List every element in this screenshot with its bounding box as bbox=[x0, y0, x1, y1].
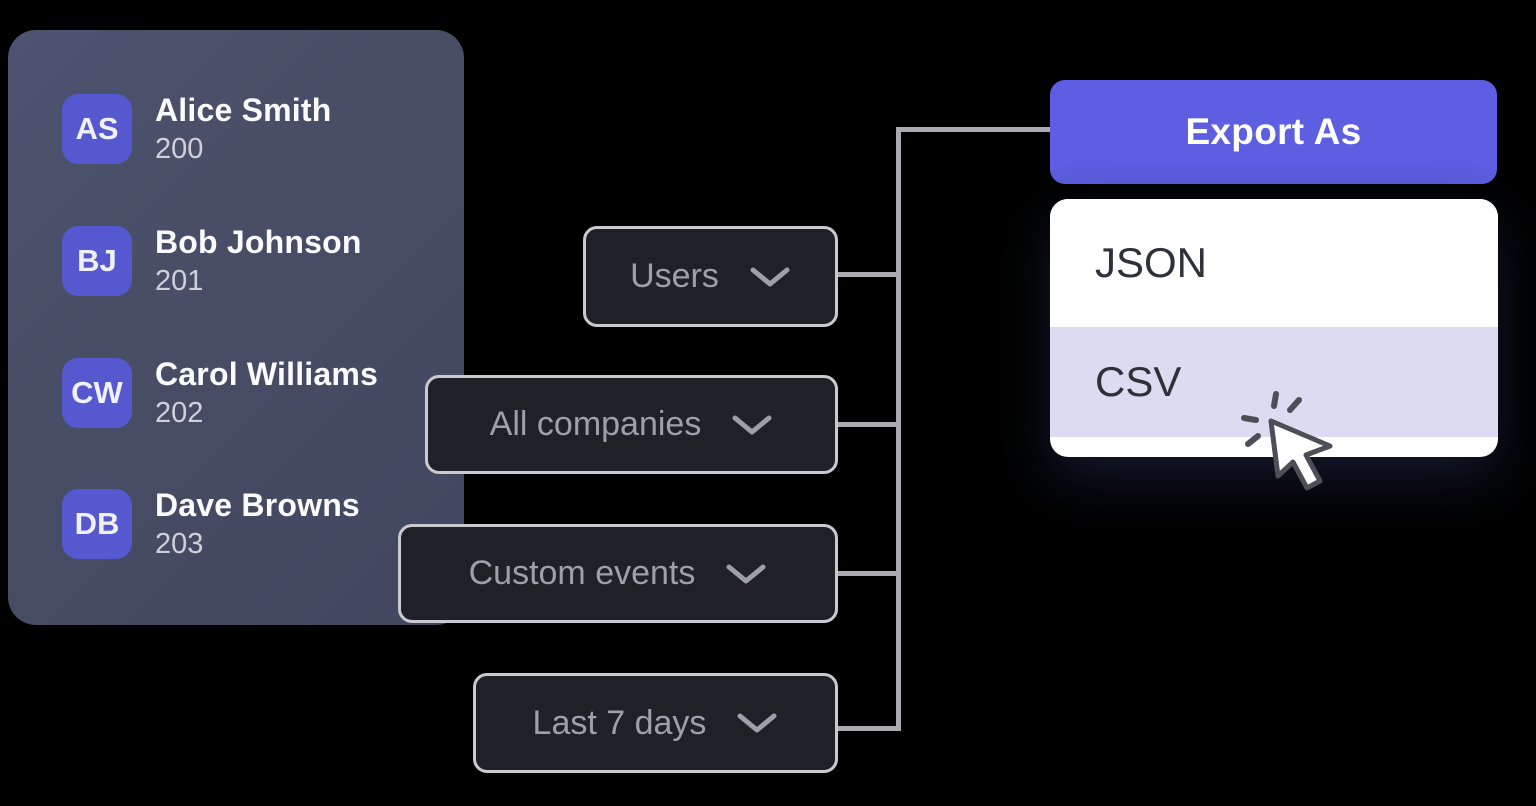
dropdown-companies[interactable]: All companies bbox=[425, 375, 838, 474]
dropdown-users[interactable]: Users bbox=[583, 226, 838, 327]
connector-users-line bbox=[836, 272, 898, 277]
chevron-down-icon bbox=[732, 415, 772, 434]
list-item[interactable]: AS Alice Smith 200 bbox=[62, 94, 331, 164]
connector-vertical-line bbox=[896, 127, 901, 731]
avatar: AS bbox=[62, 94, 132, 164]
chevron-down-icon bbox=[750, 267, 790, 286]
avatar: CW bbox=[62, 358, 132, 428]
chevron-down-icon bbox=[737, 713, 777, 733]
users-list-panel: AS Alice Smith 200 BJ Bob Johnson 201 CW… bbox=[8, 30, 464, 625]
menu-item-json[interactable]: JSON bbox=[1050, 199, 1498, 327]
list-item[interactable]: CW Carol Williams 202 bbox=[62, 358, 378, 428]
avatar: BJ bbox=[62, 226, 132, 296]
menu-item-csv[interactable]: CSV bbox=[1050, 327, 1498, 437]
menu-item-label: JSON bbox=[1095, 239, 1208, 286]
user-name: Carol Williams bbox=[155, 356, 379, 392]
user-name: Dave Browns bbox=[155, 487, 360, 523]
connector-companies-line bbox=[836, 422, 898, 427]
menu-item-label: CSV bbox=[1095, 358, 1182, 405]
user-id: 200 bbox=[155, 133, 204, 165]
connector-events-line bbox=[836, 571, 898, 576]
connector-days-line bbox=[836, 726, 898, 731]
export-as-label: Export As bbox=[1185, 111, 1362, 152]
dropdown-label: All companies bbox=[489, 405, 702, 443]
dropdown-date-range[interactable]: Last 7 days bbox=[473, 673, 838, 773]
avatar: DB bbox=[62, 489, 132, 559]
user-name: Bob Johnson bbox=[155, 224, 362, 260]
chevron-down-icon bbox=[726, 564, 766, 583]
cursor-click-icon bbox=[1238, 388, 1348, 498]
dropdown-label: Custom events bbox=[468, 554, 696, 592]
list-item[interactable]: DB Dave Browns 203 bbox=[62, 489, 360, 559]
dropdown-label: Last 7 days bbox=[532, 703, 707, 742]
list-item[interactable]: BJ Bob Johnson 201 bbox=[62, 226, 362, 296]
export-format-menu: JSON CSV bbox=[1050, 199, 1498, 457]
user-id: 202 bbox=[155, 397, 204, 429]
user-id: 201 bbox=[155, 265, 204, 297]
connector-export-line bbox=[896, 127, 1050, 132]
dropdown-events[interactable]: Custom events bbox=[398, 524, 838, 623]
user-name: Alice Smith bbox=[155, 92, 332, 128]
dropdown-label: Users bbox=[630, 257, 719, 295]
export-as-button[interactable]: Export As bbox=[1050, 80, 1497, 184]
user-id: 203 bbox=[155, 528, 204, 560]
